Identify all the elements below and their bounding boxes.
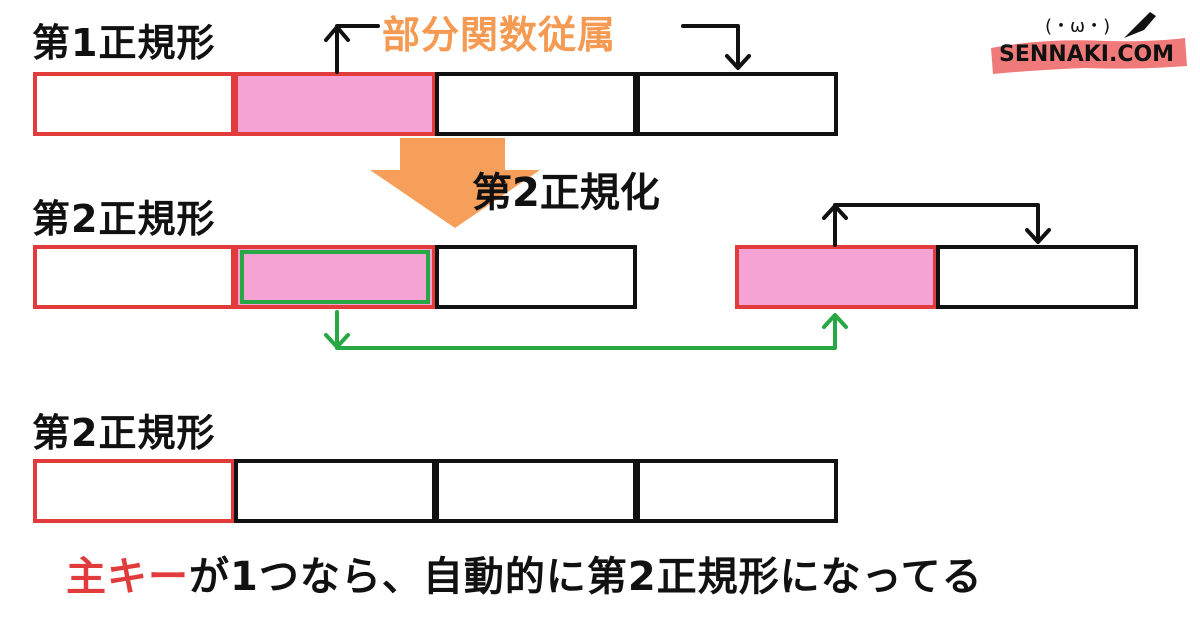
row1-primary-key-cell — [33, 72, 235, 136]
foreign-key-link-arrow — [324, 310, 848, 350]
brush-icon — [1124, 12, 1156, 38]
logo-band — [991, 38, 1187, 74]
row1-attribute-cell — [435, 72, 637, 136]
row3-attribute-cell — [234, 459, 436, 523]
row2-attribute-cell — [435, 245, 637, 309]
footer-sentence: 主キーが1つなら、自動的に第2正規形になってる — [66, 544, 983, 602]
normalize-label: 第2正規化 — [472, 170, 660, 216]
row2-new-table-attribute-cell — [936, 245, 1138, 309]
row1-attribute-cell — [636, 72, 838, 136]
functional-dependency-arrow — [822, 203, 1051, 247]
section1-heading: 第1正規形 — [32, 21, 216, 65]
row2-foreign-key-highlight — [240, 250, 430, 304]
section3-heading: 第2正規形 — [32, 411, 216, 455]
row2-primary-key-cell — [33, 245, 235, 309]
partial-dependency-label: 部分関数従属 — [382, 13, 617, 57]
row3-attribute-cell — [636, 459, 838, 523]
row3-primary-key-cell — [33, 459, 235, 523]
section2-heading: 第2正規形 — [32, 197, 216, 241]
logo-face: (・ω・) — [1045, 16, 1111, 37]
partial-dependency-arrow — [324, 24, 751, 74]
logo: (・ω・) SENNAKI.COM — [985, 8, 1190, 76]
row3-attribute-cell — [435, 459, 637, 523]
logo-text: SENNAKI.COM — [999, 42, 1175, 67]
footer-rest: が1つなら、自動的に第2正規形になってる — [189, 554, 983, 600]
row2-new-table-key-cell — [735, 245, 937, 309]
row1-partial-key-cell — [234, 72, 436, 136]
footer-primary-key: 主キー — [66, 554, 189, 600]
